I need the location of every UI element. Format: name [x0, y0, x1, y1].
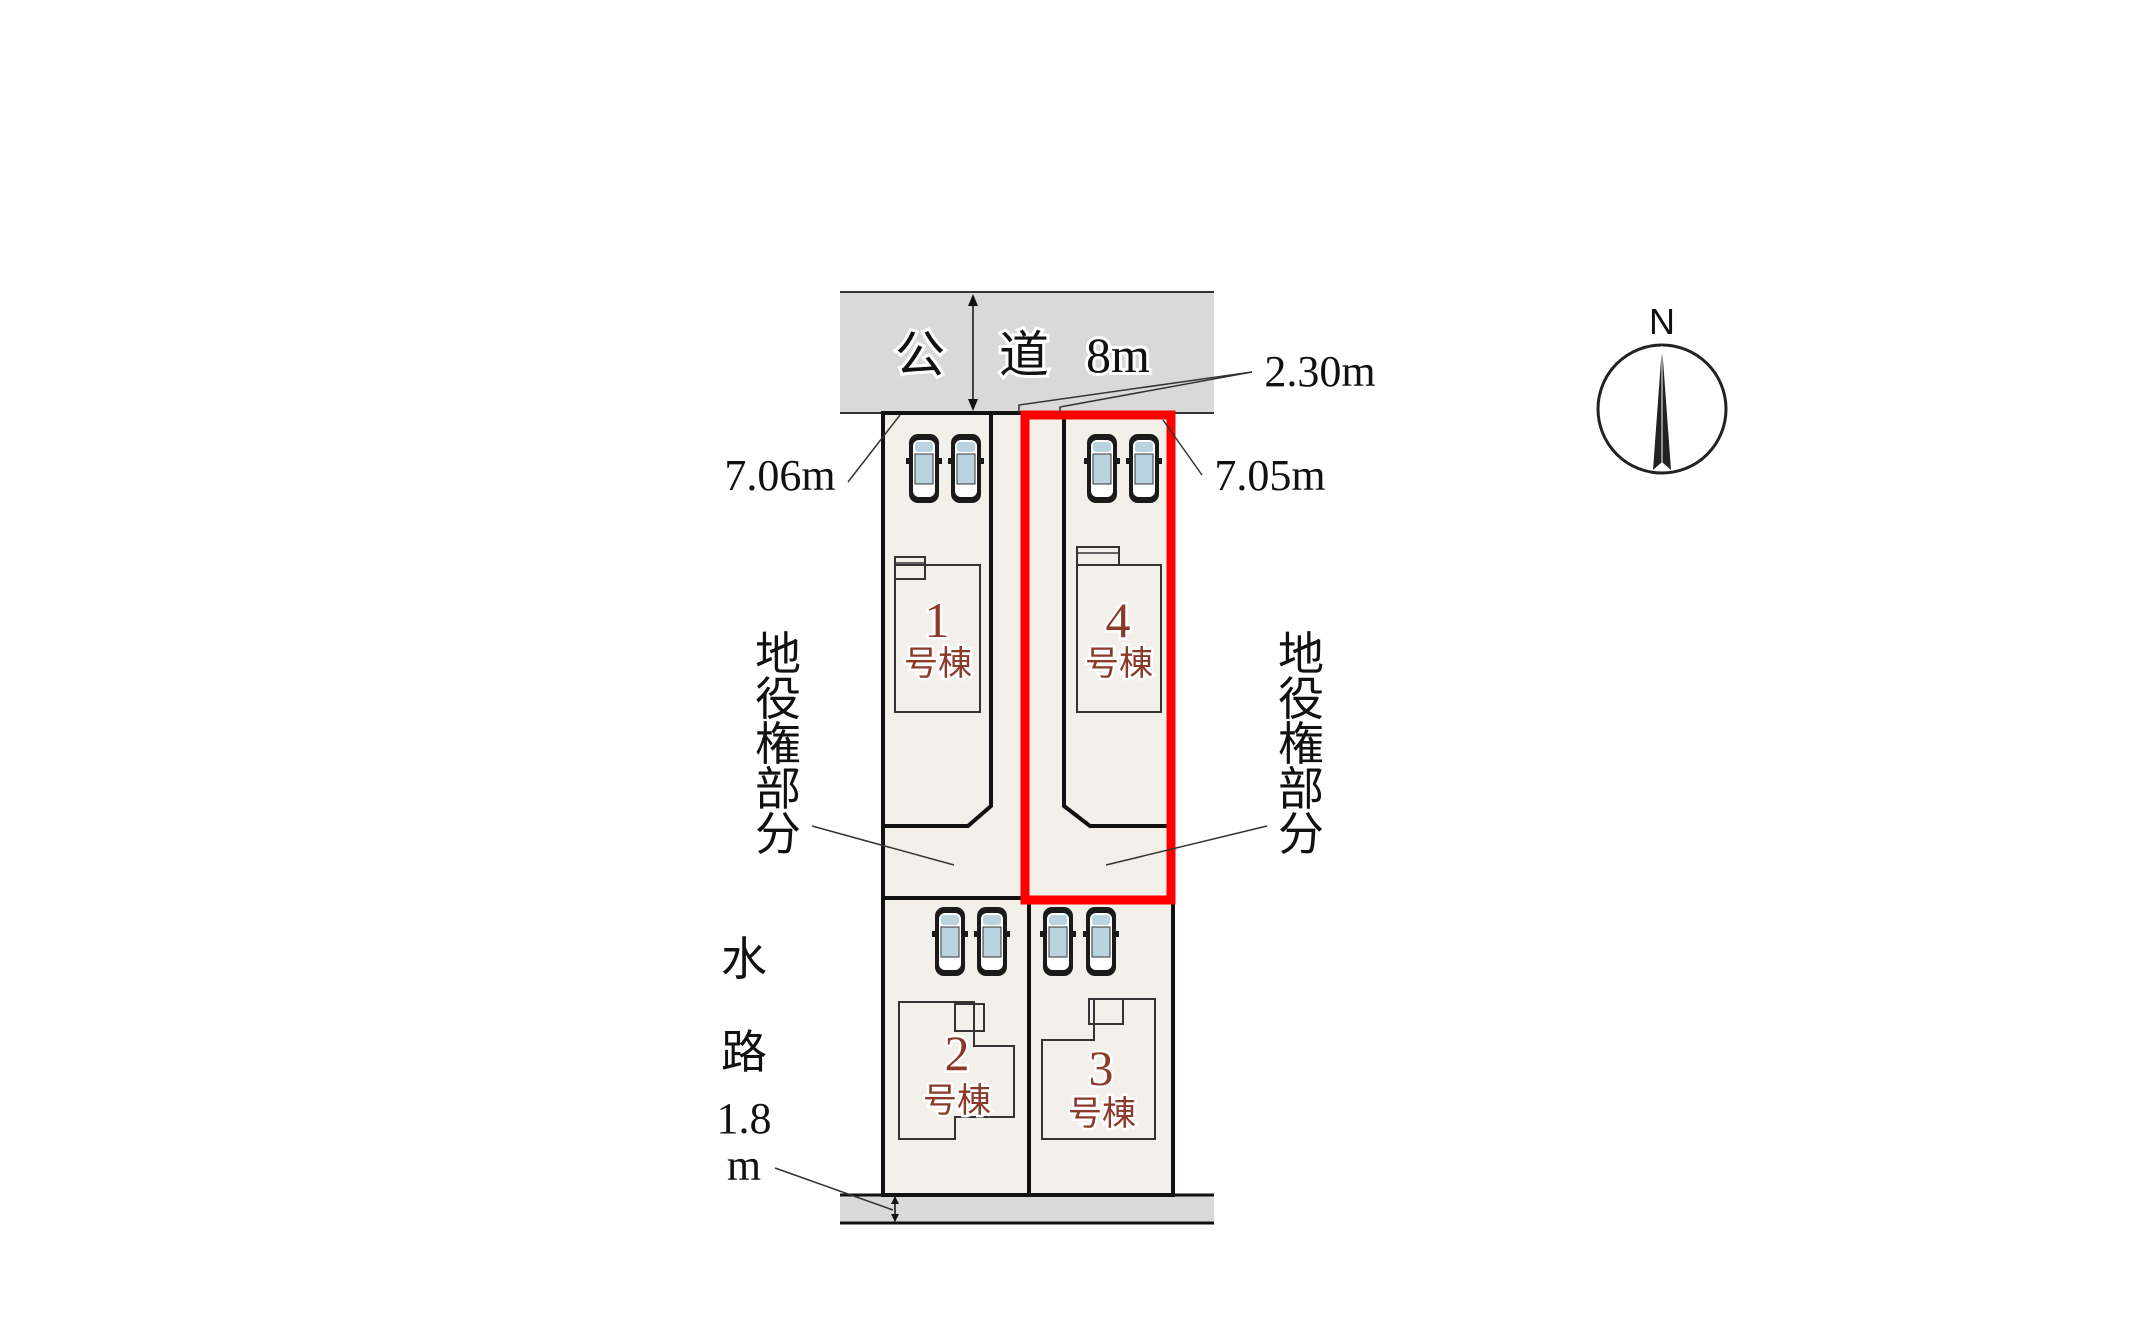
easement-char: 地	[755, 629, 801, 680]
car-icon	[973, 906, 1011, 977]
access-width-dimension: 2.30m	[1264, 347, 1375, 396]
car-icon	[1125, 433, 1163, 504]
right-frontage-dimension: 7.05m	[1214, 451, 1325, 500]
easement-label-left: 地 役 権 部 分	[755, 629, 801, 860]
building-4-suffix: 号棟	[1085, 645, 1153, 683]
easement-char: 分	[1278, 809, 1324, 860]
car-icon	[947, 433, 985, 504]
easement-char: 権	[755, 719, 801, 770]
waterway-char: 路	[721, 1027, 767, 1078]
building-4: 4 号棟	[1076, 546, 1162, 713]
easement-char: 分	[755, 809, 801, 860]
easement-char: 地	[1278, 629, 1324, 680]
waterway-width-value: 1.8	[717, 1094, 772, 1143]
building-1: 1 号棟	[894, 556, 981, 713]
lot-4-boundary	[1062, 413, 1173, 828]
north-compass-icon: N	[1596, 301, 1728, 475]
lot-1-boundary	[883, 413, 993, 828]
car-icon	[905, 433, 943, 504]
road-label-2: 道	[999, 327, 1049, 383]
building-4-number: 4	[1106, 592, 1131, 648]
easement-char: 権	[1278, 719, 1324, 770]
building-3: 3 号棟	[1041, 998, 1156, 1140]
waterway	[840, 1193, 1214, 1225]
car-icon	[931, 906, 969, 977]
road-width: 8m	[1086, 327, 1150, 383]
easement-char: 役	[755, 674, 801, 725]
waterway-label: 水 路 1.8 m	[717, 934, 772, 1190]
building-1-suffix: 号棟	[904, 645, 972, 683]
car-icon	[1082, 906, 1120, 977]
building-3-number: 3	[1089, 1040, 1114, 1096]
waterway-width-unit: m	[727, 1141, 761, 1190]
car-icon	[1039, 906, 1077, 977]
car-icon	[1083, 433, 1121, 504]
building-3-suffix: 号棟	[1068, 1095, 1136, 1133]
easement-char: 部	[1278, 764, 1324, 815]
building-1-number: 1	[925, 592, 950, 648]
compass-north-label: N	[1649, 301, 1675, 342]
building-2: 2 号棟	[898, 1001, 1015, 1140]
easement-label-right: 地 役 権 部 分	[1278, 629, 1324, 860]
easement-char: 役	[1278, 674, 1324, 725]
building-2-suffix: 号棟	[923, 1082, 991, 1120]
lot-4-highlight	[1020, 410, 1176, 905]
leader-lines	[774, 371, 1268, 1211]
easement-char: 部	[755, 764, 801, 815]
road-label-1: 公	[895, 327, 945, 383]
building-2-number: 2	[945, 1025, 970, 1081]
left-frontage-dimension: 7.06m	[724, 451, 835, 500]
public-road: 公 道 8m	[840, 291, 1214, 414]
waterway-char: 水	[721, 934, 767, 985]
